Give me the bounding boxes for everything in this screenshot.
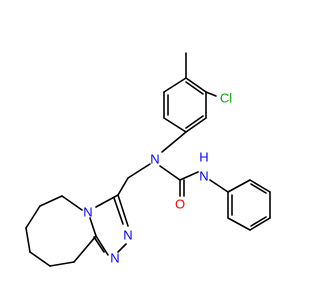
urea-nitrogen-label: N [150, 152, 159, 167]
azepane-bond [25, 205, 41, 229]
phenyl-bond [249, 179, 271, 193]
bond-layer [25, 52, 271, 267]
azepane-bond [39, 195, 63, 207]
triazole-bridge-nitrogen-label: N [83, 205, 92, 220]
atom-label-layer: Cl N H N O N N N [83, 91, 232, 266]
ring1-bond [185, 117, 207, 133]
nh-hydrogen-label: H [199, 150, 208, 165]
azepane-bond [73, 235, 97, 263]
n-carbonyl-bond [159, 165, 181, 181]
methylene-triazole-bond [117, 177, 129, 196]
ring1-bond [163, 117, 187, 133]
triazole-nitrogen-3-label: N [123, 228, 132, 243]
triazole-bond [117, 243, 127, 253]
triazole-bond [95, 194, 119, 208]
chloro-bond [205, 91, 217, 97]
ring1-double-bond [185, 115, 204, 129]
nh-nitrogen-label: N [199, 169, 208, 184]
phenyl-bond [227, 217, 251, 231]
chlorine-label: Cl [220, 91, 232, 106]
phenyl-double-bond [250, 216, 267, 227]
phenyl-bond [249, 217, 271, 231]
ring1-double-bond [185, 81, 204, 95]
carbonyl-oxygen-label: O [175, 197, 185, 212]
triazole-bond [117, 194, 129, 227]
n-methylene-bond [127, 163, 151, 179]
triazole-double-bond [113, 197, 124, 225]
aryl-n-bond [161, 131, 187, 153]
phenyl-double-bond [250, 183, 267, 194]
carbonyl-nh-bond [179, 171, 199, 181]
ring1-bond [185, 77, 207, 93]
azepane-bond [25, 227, 31, 253]
chemical-structure-diagram: Cl N H N O N N N [25, 52, 271, 267]
nh-phenyl-bond [209, 179, 229, 193]
triazole-double-bond [93, 236, 105, 253]
azepane-bond [61, 195, 83, 211]
azepane-bond [29, 251, 51, 267]
phenyl-bond [227, 179, 251, 193]
ring1-bond [163, 77, 187, 93]
triazole-nitrogen-4-label: N [110, 251, 119, 266]
triazole-bond [95, 235, 109, 256]
triazole-bond [89, 217, 97, 237]
azepane-bond [49, 261, 75, 267]
